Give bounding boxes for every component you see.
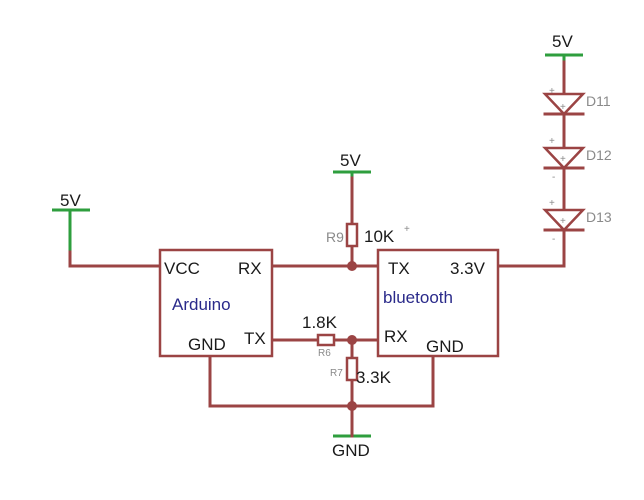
arduino-pin-vcc: VCC (164, 259, 200, 278)
bluetooth-pin-3v3: 3.3V (450, 259, 486, 278)
led-d12: + + - D12 (542, 136, 612, 183)
junction-ground-node (347, 401, 357, 411)
resistor-r9-plus-mark: + (404, 224, 410, 235)
resistor-r6-name: R6 (318, 348, 331, 359)
resistor-r6-value: 1.8K (302, 313, 338, 332)
bluetooth-block: TX 3.3V bluetooth RX GND (376, 248, 500, 358)
resistor-r6: 1.8K R6 (302, 313, 338, 359)
supply-5v-right-label: 5V (552, 32, 573, 51)
led-d12-inner-plus: + (560, 154, 566, 165)
led-d11-inner-plus: + (560, 102, 566, 113)
led-d12-label: D12 (586, 147, 612, 163)
led-d11: + + D11 (542, 86, 611, 116)
supply-5v-left-label: 5V (60, 191, 81, 210)
supply-ground-label: GND (332, 441, 370, 460)
junction-divider-node (347, 335, 357, 345)
supply-5v-right: 5V (545, 32, 583, 62)
led-d13-inner-plus: + (560, 216, 566, 227)
supply-5v-middle-label: 5V (340, 151, 361, 170)
led-d13-plus-mark: + (549, 198, 555, 209)
resistor-r7-name: R7 (330, 368, 343, 379)
junction-rx-node (347, 261, 357, 271)
arduino-pin-rx: RX (238, 259, 262, 278)
bluetooth-pin-tx: TX (388, 259, 410, 278)
arduino-pin-gnd: GND (188, 335, 226, 354)
bluetooth-pin-gnd: GND (426, 337, 464, 356)
led-d13: + + - D13 (542, 198, 612, 245)
arduino-name: Arduino (172, 295, 231, 314)
resistor-r7: R7 3.3K (330, 356, 392, 387)
supply-ground: GND (332, 434, 371, 460)
bluetooth-pin-rx: RX (384, 327, 408, 346)
resistor-r9: R9 10K + (326, 222, 410, 248)
led-d12-minus-mark: - (552, 172, 555, 183)
resistor-r9-value: 10K (364, 227, 395, 246)
arduino-pin-tx: TX (244, 329, 266, 348)
bluetooth-name: bluetooth (383, 288, 453, 307)
led-d11-label: D11 (586, 93, 611, 109)
led-d13-label: D13 (586, 209, 612, 225)
led-d11-plus-mark: + (549, 86, 555, 97)
supply-5v-left: 5V (52, 191, 90, 252)
supply-5v-middle: 5V (333, 151, 371, 178)
resistor-r9-name: R9 (326, 229, 344, 245)
arduino-block: VCC RX Arduino GND TX (158, 248, 274, 358)
led-d13-minus-mark: - (552, 234, 555, 245)
led-d12-plus-mark: + (549, 136, 555, 147)
resistor-r7-value: 3.3K (356, 368, 392, 387)
